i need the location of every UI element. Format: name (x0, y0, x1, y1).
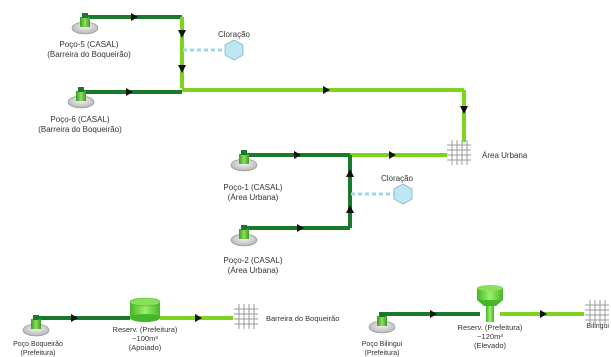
boqueirao-name: Poço Boqueirão (13, 341, 63, 348)
well-icon (368, 312, 396, 334)
arrow-down (178, 30, 186, 38)
arrow-up (346, 169, 354, 177)
well-icon (67, 87, 95, 109)
arrow-right (540, 310, 547, 318)
arrow-down (460, 106, 468, 114)
bilingui-destination-label: Bilingui (586, 323, 609, 330)
arrow-right (195, 314, 202, 322)
chlorination-icon (224, 39, 244, 61)
well-icon (22, 315, 50, 337)
area-urbana-grid-icon (447, 140, 471, 165)
barreira-label: Barreira do Boqueirão (266, 314, 339, 323)
area-urbana-label: Área Urbana (482, 151, 528, 160)
reservoir-elevado-volume: ~120m³ (477, 332, 503, 341)
poco1-location: (Área Urbana) (228, 193, 279, 202)
arrow-right (71, 314, 78, 322)
arrow-right (430, 310, 437, 318)
barreira-grid-icon (234, 304, 258, 329)
arrow-right (323, 86, 330, 94)
pipes (38, 15, 584, 320)
well-icon (230, 150, 258, 172)
poco6-name: Poço-6 (CASAL) (50, 115, 109, 124)
chlorination-connectors (183, 48, 395, 196)
arrow-down (178, 65, 186, 73)
chlorination-middle-label: Cloração (381, 174, 414, 183)
reservoir-apoiado-volume: ~100m³ (132, 334, 158, 343)
flow-arrows (71, 13, 547, 322)
reservoir-ground-icon (129, 297, 161, 322)
poco5-location: (Barreira do Boqueirão) (47, 50, 131, 59)
bilingui-grid-icon (585, 300, 609, 325)
bilingui-well-name: Poço Bilingui (362, 341, 403, 348)
reservoir-apoiado-name: Reserv. (Prefeitura) (113, 325, 178, 334)
reservoir-elevado-type: (Elevado) (474, 341, 507, 350)
arrow-right (126, 88, 133, 96)
poco1-name: Poço-1 (CASAL) (223, 183, 282, 192)
arrow-right (294, 151, 301, 159)
arrow-up (346, 205, 354, 213)
well-icon (230, 225, 258, 247)
well-icon (71, 13, 99, 35)
boqueirao-location: (Prefeitura) (20, 350, 55, 357)
poco5-name: Poço-5 (CASAL) (59, 40, 118, 49)
reservoir-elevado-name: Reserv. (Prefeitura) (458, 323, 523, 332)
arrow-right (131, 13, 138, 21)
chlorination-icon (393, 183, 413, 205)
labels: Poço-5 (CASAL) (Barreira do Boqueirão) P… (13, 30, 609, 357)
reservoir-elevated-icon (477, 285, 503, 322)
poco6-location: (Barreira do Boqueirão) (38, 125, 122, 134)
bilingui-well-location: (Prefeitura) (364, 350, 399, 357)
reservoir-apoiado-type: (Apoiado) (129, 343, 162, 352)
chlorination-top-label: Cloração (218, 30, 251, 39)
poco2-name: Poço-2 (CASAL) (223, 256, 282, 265)
arrow-right (389, 151, 396, 159)
poco2-location: (Área Urbana) (228, 266, 279, 275)
arrow-right (297, 224, 304, 232)
